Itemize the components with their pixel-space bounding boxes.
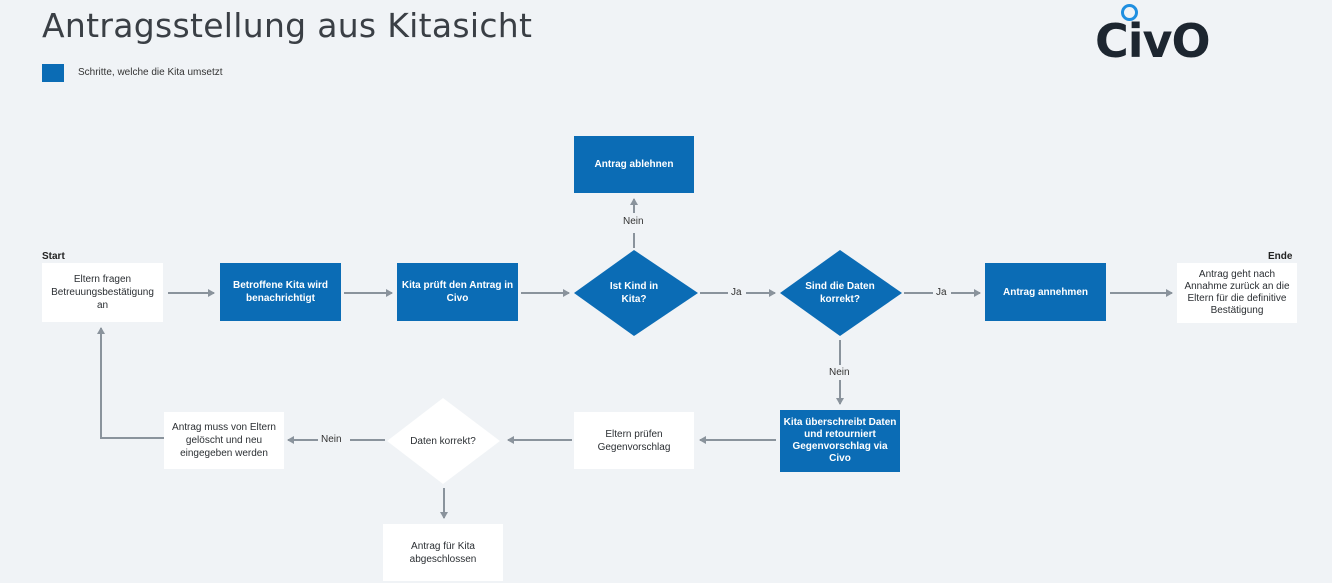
edge-label-ja-2: Ja: [936, 287, 947, 298]
start-label: Start: [42, 251, 65, 262]
end-label: Ende: [1268, 251, 1293, 262]
node-kita-benachrichtigt: Betroffene Kita wird benachrichtigt: [220, 263, 341, 321]
diamond-daten-korrekt-1: [780, 250, 902, 336]
edge-label-nein-2: Nein: [829, 367, 850, 378]
legend-label: Schritte, welche die Kita umsetzt: [78, 67, 223, 78]
node-daten-korrekt-1-text: Sind die Daten korrekt?: [805, 281, 875, 305]
node-ist-kind-text: Ist Kind in Kita?: [609, 281, 659, 305]
node-kita-prueft: Kita prüft den Antrag in Civo: [397, 263, 518, 321]
logo-ring-icon: [1121, 4, 1138, 21]
diamond-daten-korrekt-2: [387, 398, 500, 484]
node-antrag-annehmen: Antrag annehmen: [985, 263, 1106, 321]
diamond-ist-kind: [574, 250, 698, 336]
node-daten-korrekt-2-text: Daten korrekt?: [410, 435, 476, 447]
node-antrag-zurueck: Antrag geht nach Annahme zurück an die E…: [1177, 263, 1297, 323]
civo-logo: CivO: [1095, 14, 1211, 68]
node-antrag-ablehnen: Antrag ablehnen: [574, 136, 694, 193]
node-antrag-abgeschlossen: Antrag für Kita abgeschlossen: [383, 524, 503, 581]
node-eltern-pruefen: Eltern prüfen Gegenvorschlag: [574, 412, 694, 469]
page-title: Antragsstellung aus Kitasicht: [42, 6, 533, 45]
edge-label-ja-1: Ja: [731, 287, 742, 298]
edge-label-nein-3: Nein: [321, 434, 342, 445]
node-antrag-loeschen: Antrag muss von Eltern gelöscht und neu …: [164, 412, 284, 469]
edge-label-nein-1: Nein: [623, 216, 644, 227]
edge-loeschen-start: [97, 327, 164, 439]
node-kita-ueberschreibt: Kita überschreibt Daten und retourniert …: [780, 410, 900, 472]
node-eltern-fragen: Eltern fragen Betreuungsbestätigung an: [42, 263, 163, 322]
legend-swatch: [42, 64, 64, 82]
